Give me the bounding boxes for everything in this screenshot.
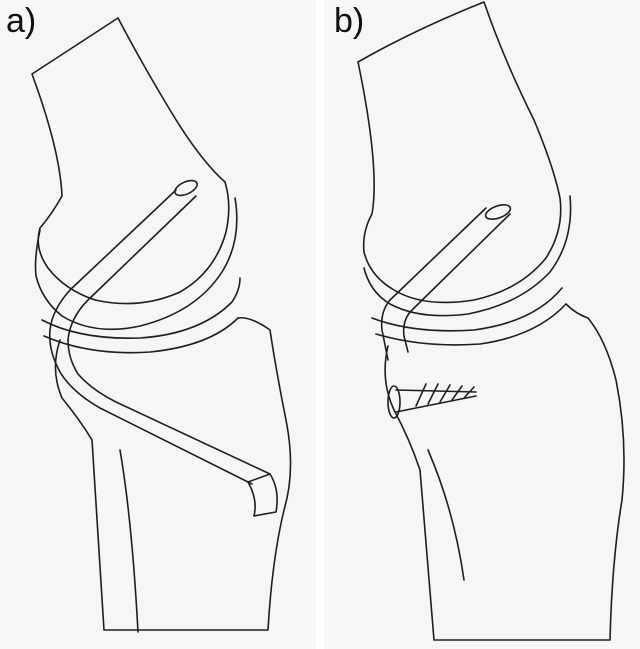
tibia-outline <box>55 318 290 630</box>
tibial-tunnel-opening <box>248 474 277 516</box>
screw-shaft <box>396 390 476 412</box>
femoral-tunnel-opening <box>173 177 200 198</box>
meniscus-lower <box>44 318 238 353</box>
graft-upper-edge <box>382 208 486 360</box>
fibula-line <box>428 450 464 580</box>
knee-drawing-b <box>324 0 640 649</box>
graft-lower-edge <box>68 196 270 474</box>
panel-divider <box>316 0 324 649</box>
femoral-tunnel-opening <box>484 202 513 222</box>
femur-outline <box>358 2 561 302</box>
cartilage-outer <box>36 198 237 329</box>
femur-outline <box>32 18 229 304</box>
panel-label-a: a) <box>6 4 36 38</box>
panel-b: b) <box>324 0 640 649</box>
fibula-line <box>120 450 138 632</box>
panel-label-b: b) <box>334 4 364 38</box>
knee-drawing-a <box>0 0 316 649</box>
tibia-outline <box>385 304 624 640</box>
panel-a: a) <box>0 0 316 649</box>
